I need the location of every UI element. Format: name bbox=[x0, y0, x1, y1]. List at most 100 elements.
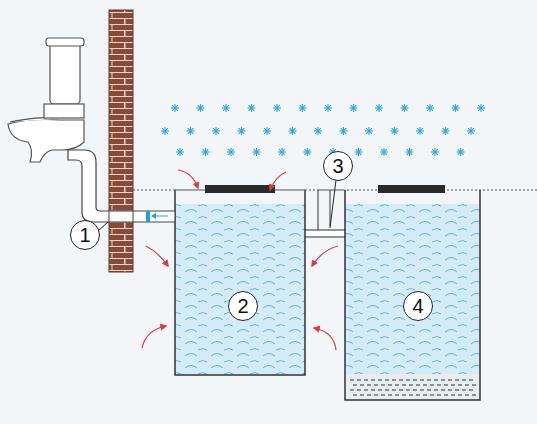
overflow-pipe bbox=[305, 190, 345, 237]
snowflake bbox=[300, 105, 306, 111]
sludge-stroke bbox=[378, 380, 382, 381]
snowflake bbox=[432, 149, 438, 155]
flow-arrow bbox=[156, 216, 168, 217]
snowflake bbox=[402, 105, 408, 111]
water bbox=[175, 204, 305, 375]
sludge-stroke bbox=[455, 390, 459, 391]
sludge-stroke bbox=[367, 395, 371, 396]
sludge-stroke bbox=[434, 390, 438, 391]
heat-arrow bbox=[146, 246, 168, 266]
sludge-stroke bbox=[364, 380, 368, 381]
sludge bbox=[345, 374, 480, 400]
sludge-stroke bbox=[406, 380, 410, 381]
sludge-stroke bbox=[427, 390, 431, 391]
sludge-stroke bbox=[371, 380, 375, 381]
tank-outline bbox=[175, 190, 305, 375]
sludge-stroke bbox=[385, 380, 389, 381]
snowflake bbox=[223, 105, 229, 111]
snowflake bbox=[172, 105, 178, 111]
sludge-stroke bbox=[465, 385, 469, 386]
water bbox=[345, 204, 480, 374]
snowflake bbox=[443, 128, 449, 134]
sludge-stroke bbox=[416, 395, 420, 396]
sludge-stroke bbox=[371, 390, 375, 391]
sludge-stroke bbox=[423, 385, 427, 386]
pipe-insert bbox=[146, 211, 150, 222]
sludge-stroke bbox=[388, 385, 392, 386]
snowflake bbox=[228, 149, 234, 155]
sludge-stroke bbox=[448, 380, 452, 381]
snowflake bbox=[376, 105, 382, 111]
sludge-stroke bbox=[469, 380, 473, 381]
sludge-stroke bbox=[381, 385, 385, 386]
sludge-stroke bbox=[350, 390, 354, 391]
sludge-stroke bbox=[399, 380, 403, 381]
sludge-stroke bbox=[444, 395, 448, 396]
sludge-stroke bbox=[472, 395, 476, 396]
flow-arrow bbox=[151, 213, 156, 219]
sludge-stroke bbox=[385, 390, 389, 391]
sludge-stroke bbox=[388, 395, 392, 396]
sludge-stroke bbox=[406, 390, 410, 391]
sludge-stroke bbox=[350, 380, 354, 381]
sludge-stroke bbox=[427, 380, 431, 381]
sludge-stroke bbox=[353, 395, 357, 396]
leader-line bbox=[330, 180, 336, 228]
sludge-stroke bbox=[451, 395, 455, 396]
tank-outline bbox=[345, 190, 480, 400]
sludge-stroke bbox=[437, 395, 441, 396]
sludge-stroke bbox=[462, 390, 466, 391]
sludge-stroke bbox=[395, 395, 399, 396]
snowflake bbox=[290, 128, 296, 134]
snowflake bbox=[213, 128, 219, 134]
snowflake bbox=[203, 149, 209, 155]
sludge-stroke bbox=[409, 385, 413, 386]
sludge-stroke bbox=[430, 395, 434, 396]
snowflake bbox=[478, 105, 484, 111]
snowflake bbox=[341, 128, 347, 134]
sludge-stroke bbox=[413, 390, 417, 391]
heat-arrow bbox=[270, 172, 286, 190]
sludge-stroke bbox=[357, 380, 361, 381]
sludge-stroke bbox=[360, 395, 364, 396]
heat-arrow bbox=[312, 246, 338, 266]
sludge-stroke bbox=[409, 395, 413, 396]
snowflake bbox=[188, 128, 194, 134]
sludge-stroke bbox=[465, 395, 469, 396]
sewer-pipe bbox=[109, 211, 133, 222]
snowflake bbox=[381, 149, 387, 155]
snowflake bbox=[407, 149, 413, 155]
sludge-stroke bbox=[381, 395, 385, 396]
snowflake bbox=[315, 128, 321, 134]
sludge-texture bbox=[350, 380, 476, 395]
sludge-stroke bbox=[462, 380, 466, 381]
snowflake bbox=[264, 128, 270, 134]
sludge-stroke bbox=[434, 380, 438, 381]
snowflake bbox=[198, 105, 204, 111]
sludge-stroke bbox=[374, 385, 378, 386]
sludge-stroke bbox=[360, 385, 364, 386]
snowflake bbox=[458, 149, 464, 155]
heat-arrow bbox=[314, 328, 336, 350]
sludge-stroke bbox=[413, 380, 417, 381]
heat-loss-arrows bbox=[142, 170, 338, 350]
sludge-stroke bbox=[444, 385, 448, 386]
snowflake bbox=[279, 149, 285, 155]
callout-number: 1 bbox=[70, 220, 100, 250]
snowflakes bbox=[161, 104, 485, 156]
heat-arrow bbox=[142, 326, 166, 348]
callout-number: 2 bbox=[228, 291, 258, 321]
sludge-stroke bbox=[420, 380, 424, 381]
sludge-stroke bbox=[469, 390, 473, 391]
callout-number: 3 bbox=[323, 151, 353, 181]
sludge-stroke bbox=[399, 390, 403, 391]
sludge-stroke bbox=[458, 395, 462, 396]
callout-number: 4 bbox=[403, 291, 433, 321]
snowflake bbox=[162, 128, 168, 134]
sludge-stroke bbox=[357, 390, 361, 391]
sludge-stroke bbox=[402, 385, 406, 386]
snowflake bbox=[325, 105, 331, 111]
sludge-stroke bbox=[353, 385, 357, 386]
snowflake bbox=[239, 128, 245, 134]
